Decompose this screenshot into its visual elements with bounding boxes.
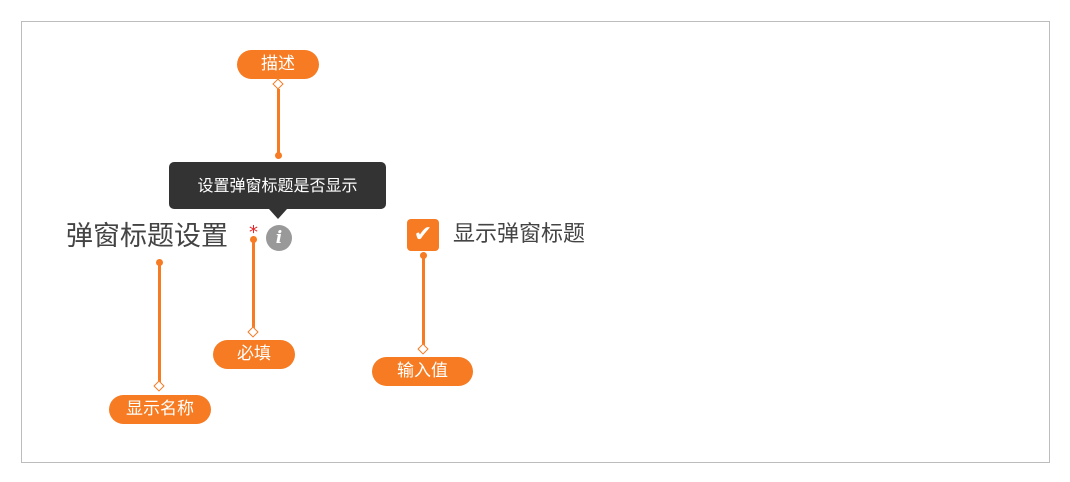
info-icon[interactable]: i bbox=[266, 225, 292, 251]
connector-line bbox=[422, 256, 425, 345]
annotation-description: 描述 bbox=[237, 50, 319, 79]
required-mark: * bbox=[249, 222, 258, 243]
checkbox-label[interactable]: 显示弹窗标题 bbox=[453, 222, 586, 247]
field-label: 弹窗标题设置 bbox=[66, 221, 228, 252]
connector-line bbox=[277, 89, 280, 155]
tooltip: 设置弹窗标题是否显示 bbox=[169, 162, 386, 219]
connector-dot bbox=[250, 236, 257, 243]
connector-dot bbox=[156, 259, 163, 266]
annotation-display-name: 显示名称 bbox=[109, 395, 211, 424]
connector-line bbox=[252, 240, 255, 328]
diagram-frame bbox=[21, 21, 1050, 463]
annotation-input-value: 输入值 bbox=[372, 357, 473, 386]
connector-dot bbox=[420, 252, 427, 259]
show-title-checkbox[interactable]: ✔ bbox=[407, 219, 439, 251]
annotation-required: 必填 bbox=[213, 340, 295, 369]
connector-dot bbox=[275, 152, 282, 159]
connector-line bbox=[158, 263, 161, 382]
